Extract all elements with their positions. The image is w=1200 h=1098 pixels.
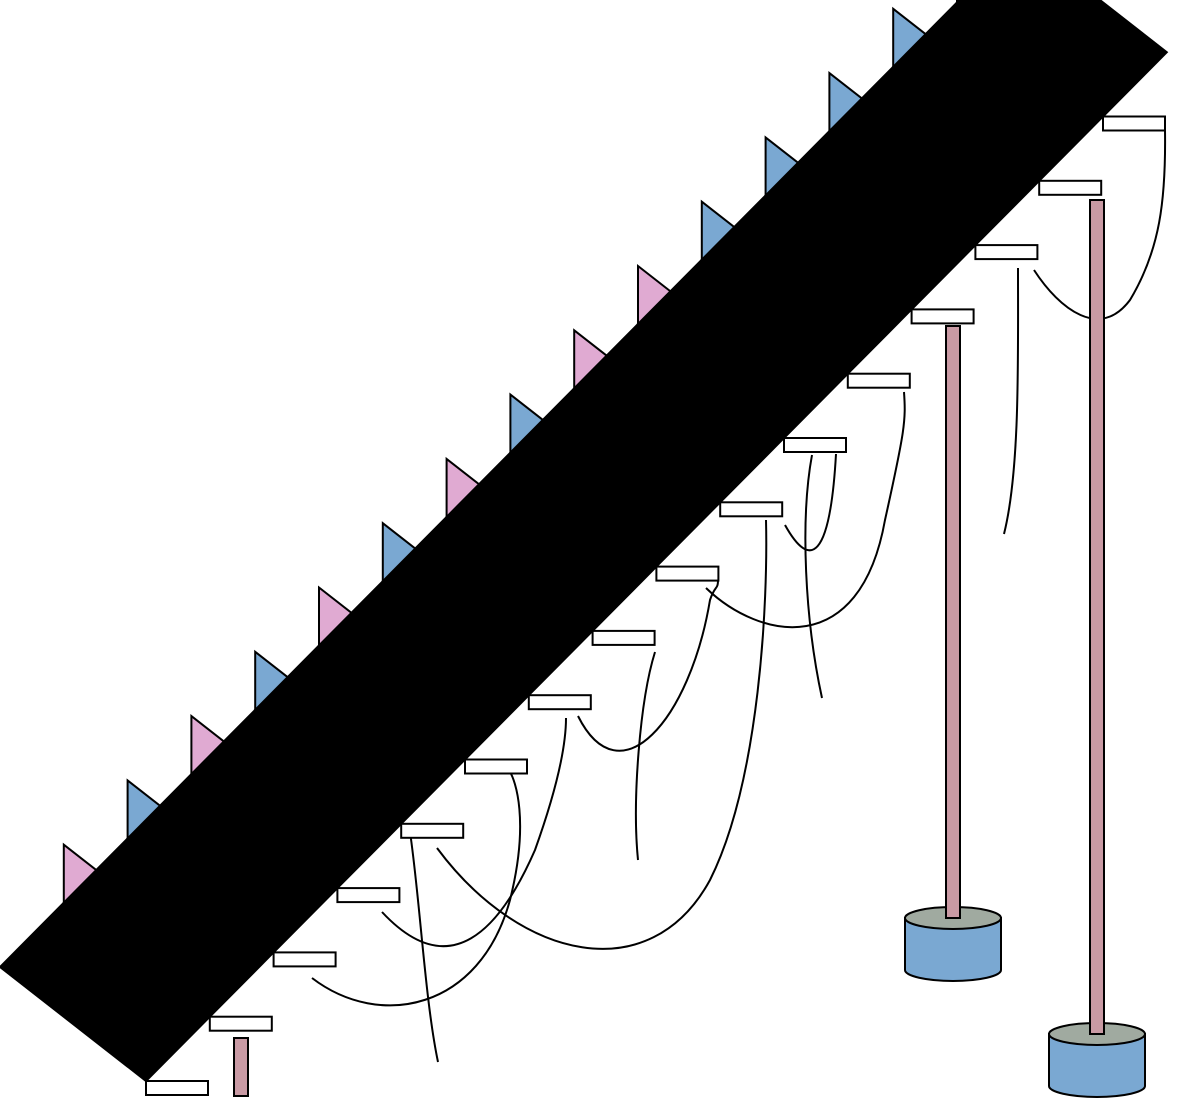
support-post: [1048, 199, 1146, 1098]
step-nosing: [272, 951, 337, 968]
cable: [577, 579, 719, 752]
cable: [635, 651, 656, 861]
step-tread: [0, 901, 212, 1083]
support-posts: [233, 199, 1146, 1098]
hanging-cables: [311, 129, 1167, 1063]
stair-step: [0, 901, 212, 1096]
post-pole: [233, 1037, 249, 1097]
cable: [784, 453, 837, 552]
step-nosing: [145, 1080, 209, 1096]
post-pole: [945, 325, 961, 919]
step-nosing: [527, 694, 592, 711]
stair-steps: [0, 0, 1169, 1096]
post-base: [1048, 1033, 1146, 1098]
cable: [311, 771, 522, 1007]
step-nosing: [846, 372, 911, 389]
cable: [436, 519, 768, 950]
cable: [804, 454, 823, 699]
support-post: [904, 325, 1002, 982]
step-nosing: [591, 629, 656, 646]
step-nosing: [400, 822, 465, 839]
step-nosing: [655, 565, 720, 582]
stair-step: [317, 579, 531, 775]
step-nosing: [208, 1015, 273, 1032]
stair-step: [764, 129, 977, 325]
cable: [381, 717, 567, 947]
cable: [409, 831, 439, 1063]
step-nosing: [336, 887, 401, 904]
post-base: [904, 917, 1002, 982]
post-pole: [1089, 199, 1105, 1035]
step-nosing: [1102, 115, 1166, 132]
step-nosing: [910, 308, 975, 325]
step-nosing: [1038, 179, 1103, 196]
cable: [705, 391, 906, 629]
cable: [1033, 129, 1167, 320]
step-nosing: [974, 244, 1039, 261]
step-nosing: [783, 437, 847, 453]
cable: [1003, 267, 1020, 535]
support-post: [233, 1037, 249, 1097]
step-nosing: [464, 758, 528, 775]
step-nosing: [719, 501, 784, 518]
stair-step: [253, 644, 467, 839]
stair-step: [381, 515, 595, 711]
